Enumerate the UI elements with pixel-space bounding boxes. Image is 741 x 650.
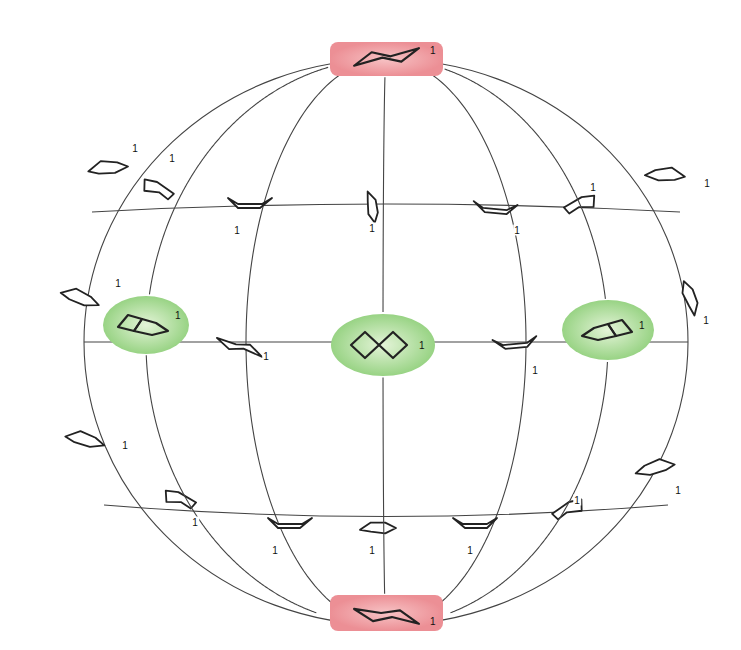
chair-highlight-box: 1 [330, 42, 443, 76]
boat-highlight-ellipse: 1 [562, 300, 654, 360]
conformer-drawing [636, 459, 675, 475]
atom-number: 1 [430, 45, 436, 56]
node-shape [103, 296, 189, 354]
atom-number: 1 [674, 485, 682, 496]
boat-highlight-ellipse: 1 [103, 296, 189, 354]
conformer-drawing [368, 192, 378, 223]
meridian-line [149, 67, 328, 294]
sphere-outline [84, 59, 688, 625]
atom-number: 1 [114, 278, 122, 289]
conformer-drawing [645, 168, 685, 181]
conformer-drawing [564, 196, 594, 214]
conformer-drawing [65, 431, 104, 447]
conformer-drawing [88, 161, 128, 174]
atom-number: 1 [121, 440, 129, 451]
conformer-drawing [228, 198, 272, 208]
meridian-line [383, 377, 385, 593]
conformer-drawing [492, 336, 536, 349]
conformer-drawing [453, 518, 497, 528]
conformer-drawing [144, 179, 174, 199]
atom-number: 1 [271, 545, 279, 556]
atom-number: 1 [702, 315, 710, 326]
chair-highlight-box: 1 [330, 595, 443, 631]
atom-number: 1 [191, 517, 199, 528]
conformer-drawing [166, 491, 196, 509]
meridian-line [146, 355, 316, 612]
atom-number: 1 [466, 545, 474, 556]
conformer-drawing [268, 518, 312, 528]
atom-number: 1 [168, 153, 176, 164]
atom-number: 1 [703, 178, 711, 189]
atom-number: 1 [639, 320, 645, 331]
atom-number: 1 [419, 340, 425, 351]
conformer-drawing [682, 281, 697, 315]
boat-highlight-ellipse: 1 [331, 314, 435, 376]
atom-number: 1 [233, 225, 241, 236]
conformer-drawing [474, 201, 518, 214]
atom-number: 1 [531, 365, 539, 376]
conformer-drawing [217, 338, 262, 357]
meridian-line [383, 77, 385, 312]
atom-number: 1 [513, 225, 521, 236]
atom-number: 1 [368, 545, 376, 556]
atom-number: 1 [573, 495, 581, 506]
conformer-drawing [61, 289, 99, 306]
atom-number: 1 [589, 182, 597, 193]
node-shape [330, 42, 443, 76]
atom-number: 1 [175, 310, 181, 321]
meridian-line [445, 69, 606, 299]
atom-number: 1 [262, 351, 270, 362]
atom-number: 1 [368, 223, 376, 234]
atom-number: 1 [131, 143, 139, 154]
meridian-line [450, 362, 607, 613]
node-shape [330, 595, 443, 631]
conformer-drawing [360, 523, 396, 534]
atom-number: 1 [430, 616, 436, 627]
